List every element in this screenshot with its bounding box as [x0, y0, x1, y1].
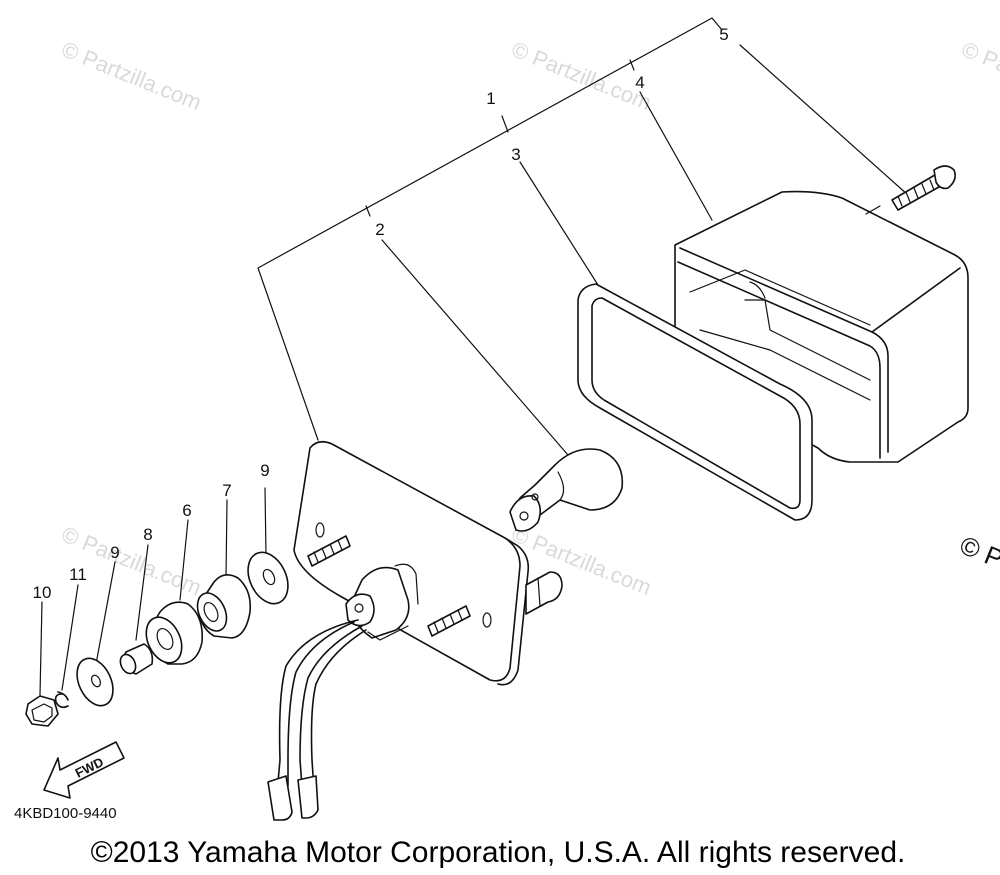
washer-9-right [247, 551, 289, 605]
fwd-arrow: FWD [43, 741, 125, 799]
callout-11: 11 [69, 565, 87, 584]
lock-washer [54, 691, 69, 709]
screw [865, 165, 956, 215]
callout-7: 7 [222, 481, 231, 500]
nut [25, 695, 59, 727]
copyright-notice: ©2013 Yamaha Motor Corporation, U.S.A. A… [91, 836, 906, 869]
watermark: © Partzilla.com [58, 36, 205, 115]
callout-10: 10 [33, 583, 52, 602]
base-plate [293, 440, 563, 686]
washer-9-left [76, 657, 114, 707]
callout-2: 2 [375, 220, 384, 239]
callout-9-left: 9 [110, 543, 119, 562]
assembly-bracket [257, 17, 723, 441]
bulb [509, 448, 624, 532]
callout-5: 5 [719, 25, 728, 44]
watermark: © Partzilla.com [508, 36, 655, 115]
callout-9-right: 9 [260, 461, 269, 480]
collar [145, 601, 204, 665]
callout-6: 6 [182, 501, 191, 520]
lens-gasket [577, 283, 813, 521]
grommet [196, 574, 252, 639]
drawing-code: 4KBD100-9440 [14, 805, 117, 822]
fwd-label: FWD [73, 754, 106, 780]
leader-lines [39, 44, 909, 696]
callout-4: 4 [635, 73, 644, 92]
callout-8: 8 [143, 525, 152, 544]
watermark-edge: © P [956, 530, 1000, 574]
spacer [119, 643, 154, 675]
callout-1: 1 [486, 89, 495, 108]
watermark: © Partzilla.com [58, 521, 205, 600]
wires [267, 619, 367, 821]
watermark: © Partzilla.com [958, 36, 1000, 115]
callout-3: 3 [511, 145, 520, 164]
callouts: 1 2 3 4 5 6 7 8 9 9 10 11 [33, 25, 729, 602]
